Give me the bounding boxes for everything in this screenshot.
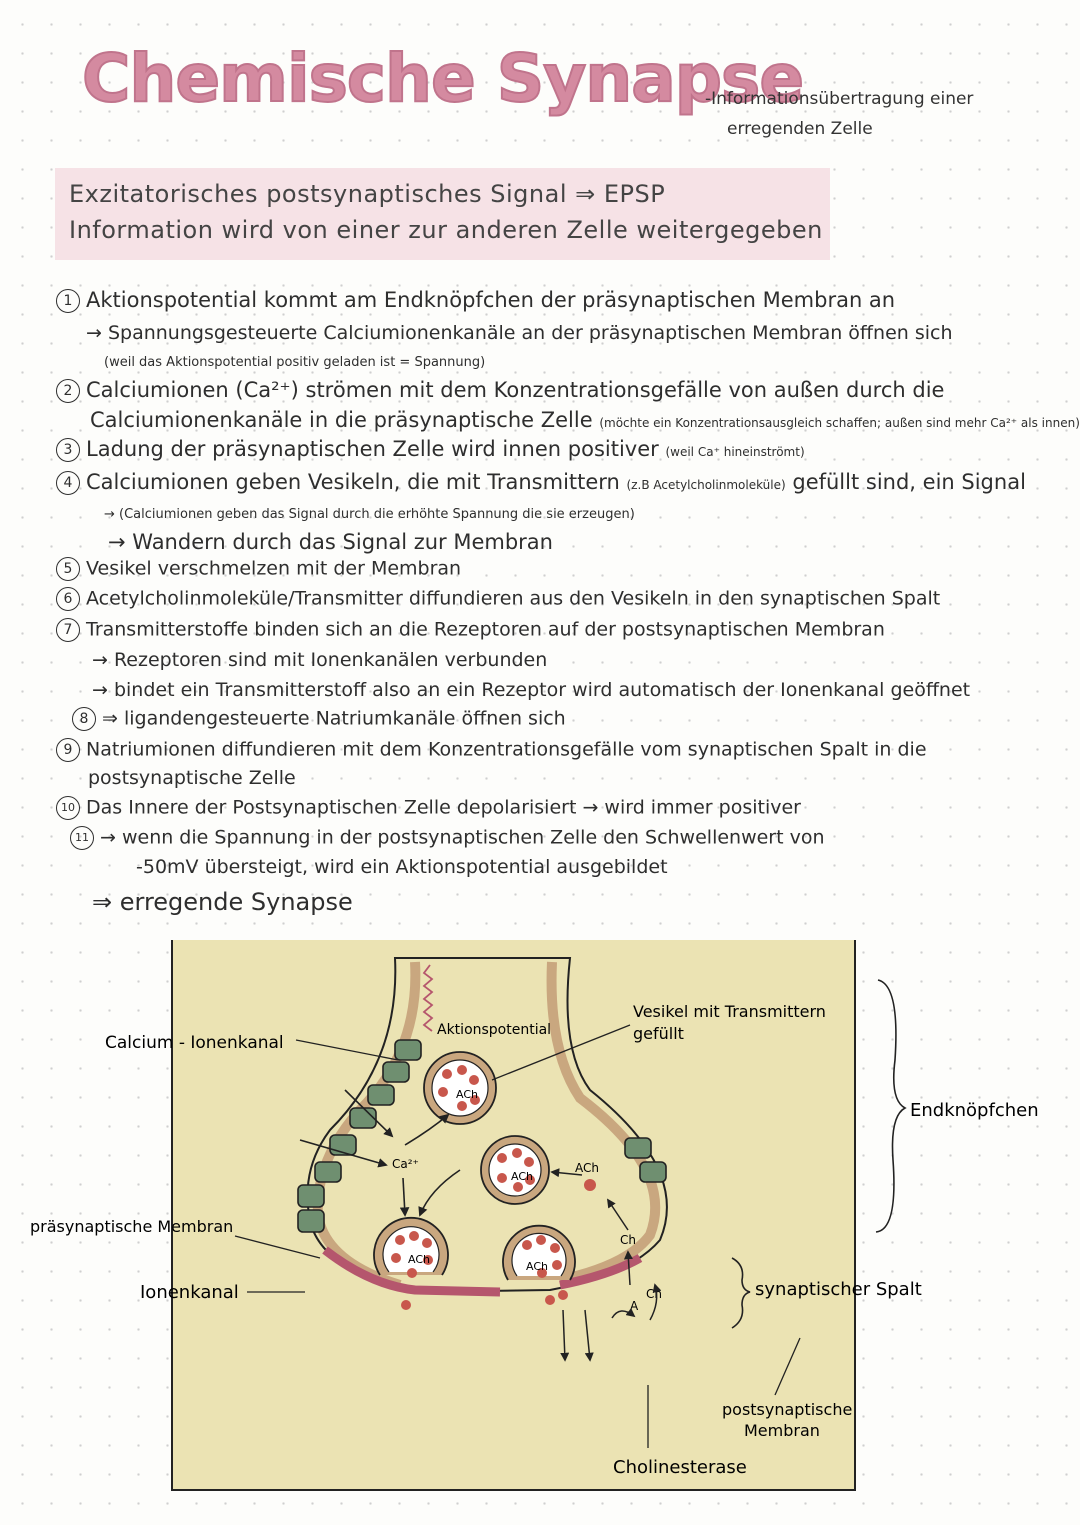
action-potential-zigzag xyxy=(422,964,434,1032)
label-praesynaptische-membran: präsynaptische Membran xyxy=(30,1217,233,1236)
step-2-detail: Calciumionenkanäle in die präsynaptische… xyxy=(90,408,1080,432)
label-postsynaptische-membran-1: postsynaptische xyxy=(722,1400,852,1419)
label-endknoepfchen: Endknöpfchen xyxy=(910,1100,1039,1121)
step-text: Natriumionen diffundieren mit dem Konzen… xyxy=(86,738,927,761)
calcium-flow-arrows xyxy=(299,1089,461,1217)
label-ionenkanal: Ionenkanal xyxy=(140,1282,239,1303)
subtitle-line-1: -Informationsübertragung einer xyxy=(705,89,974,109)
step-8: 8 ⇒ ligandengesteuerte Natriumkanäle öffn… xyxy=(72,707,566,731)
step-text-end: gefüllt sind, ein Signal xyxy=(792,470,1026,494)
ach-free-label: ACh xyxy=(575,1161,599,1175)
step-11-detail: -50mV übersteigt, wird ein Aktionspotent… xyxy=(136,856,668,878)
calcium-channels xyxy=(297,1039,667,1233)
step-text: Calciumionenkanäle in die präsynaptische… xyxy=(90,408,593,432)
synapse-diagram: ACh ACh ACh ACh Ca²⁺ xyxy=(30,940,1039,1491)
subtitle-line-2: erregenden Zelle xyxy=(727,119,873,139)
label-aktionspotential: Aktionspotential xyxy=(437,1022,551,1038)
step-number: 3 xyxy=(56,438,80,462)
conclusion: ⇒ erregende Synapse xyxy=(92,888,353,916)
vesicle-top: ACh xyxy=(423,1051,497,1125)
summary-line-1: Exzitatorisches postsynaptisches Signal … xyxy=(69,180,666,208)
step-text: Das Innere der Postsynaptischen Zelle de… xyxy=(86,796,801,819)
step-number: 8 xyxy=(72,707,96,731)
transmitter-release-arrows xyxy=(560,1309,594,1362)
step-number: 4 xyxy=(56,471,80,495)
step-note: (z.B Acetylcholinmoleküle) xyxy=(626,478,786,492)
label-cholinesterase: Cholinesterase xyxy=(613,1457,747,1478)
step-text: → wenn die Spannung in der postsynaptisc… xyxy=(100,826,825,849)
step-note: (weil Ca⁺ hineinströmt) xyxy=(665,445,805,459)
summary-line-2: Information wird von einer zur anderen Z… xyxy=(69,216,823,244)
vesicle-middle: ACh xyxy=(480,1135,550,1205)
step-9-detail: postsynaptische Zelle xyxy=(88,767,296,789)
synaptischer-spalt-brace xyxy=(731,1257,751,1329)
step-text: Aktionspotential kommt am Endknöpfchen d… xyxy=(86,288,896,312)
page-subtitle: -Informationsübertragung einer erregende… xyxy=(705,84,1005,144)
label-synaptischer-spalt: synaptischer Spalt xyxy=(755,1279,922,1300)
vesicle-fusing-left: ACh xyxy=(373,1216,449,1310)
vesicle-top-label: ACh xyxy=(456,1088,478,1101)
step-7: 7 Transmitterstoffe binden sich an die Re… xyxy=(56,618,885,642)
step-number: 2 xyxy=(56,379,80,403)
step-1-note: (weil das Aktionspotential positiv gelad… xyxy=(104,355,486,370)
step-7-detail-1: → Rezeptoren sind mit Ionenkanälen verbu… xyxy=(92,649,548,671)
step-4-note: → (Calciumionen geben das Signal durch d… xyxy=(104,507,635,522)
step-number: 6 xyxy=(56,587,80,611)
choline-recycled xyxy=(584,1179,596,1191)
step-10: 10 Das Innere der Postsynaptischen Zelle … xyxy=(56,796,801,820)
calcium-ion-label: Ca²⁺ xyxy=(392,1157,419,1171)
step-number: 1 xyxy=(56,289,80,313)
ch-label-2: Ch xyxy=(646,1287,662,1301)
step-text: Calciumionen (Ca²⁺) strömen mit dem Konz… xyxy=(86,378,945,402)
step-number: 9 xyxy=(56,738,80,762)
label-calcium-ionenkanal: Calcium - Ionenkanal xyxy=(105,1033,284,1053)
vesicle-middle-label: ACh xyxy=(511,1170,533,1183)
step-text: Ladung der präsynaptischen Zelle wird in… xyxy=(86,437,659,461)
step-4-detail: → Wandern durch das Signal zur Membran xyxy=(108,530,553,554)
step-6: 6 Acetylcholinmoleküle/Transmitter diffun… xyxy=(56,587,940,611)
choline-arrows xyxy=(550,1168,662,1321)
step-number: 5 xyxy=(56,557,80,581)
ch-label-1: Ch xyxy=(620,1233,636,1247)
step-text: Calciumionen geben Vesikeln, die mit Tra… xyxy=(86,470,620,494)
step-text: ⇒ ligandengesteuerte Natriumkanäle öffne… xyxy=(102,707,566,730)
a-label: A xyxy=(630,1299,639,1313)
step-9: 9 Natriumionen diffundieren mit dem Konze… xyxy=(56,738,927,762)
step-text: Vesikel verschmelzen mit der Membran xyxy=(86,557,462,580)
step-number: 10 xyxy=(56,796,80,820)
endknoepfchen-brace xyxy=(875,979,907,1233)
step-note: (möchte ein Konzentrationsausgleich scha… xyxy=(599,416,1080,430)
page-title: Chemische Synapse xyxy=(81,39,805,118)
summary-highlight-box: Exzitatorisches postsynaptisches Signal … xyxy=(55,168,830,260)
label-vesikel-line-2: gefüllt xyxy=(633,1024,684,1043)
label-postsynaptische-membran-2: Membran xyxy=(744,1421,820,1440)
label-vesikel-line-1: Vesikel mit Transmittern xyxy=(633,1002,826,1021)
step-11: 11 → wenn die Spannung in der postsynapti… xyxy=(70,826,825,850)
step-text: Transmitterstoffe binden sich an die Rez… xyxy=(86,618,885,641)
step-1-detail: → Spannungsgesteuerte Calciumionenkanäle… xyxy=(86,322,953,344)
vesicle-fusing-right-label: ACh xyxy=(526,1260,548,1273)
vesicle-fusing-left-label: ACh xyxy=(408,1253,430,1266)
active-zone-membrane xyxy=(322,1246,643,1297)
step-number: 7 xyxy=(56,618,80,642)
step-7-detail-2: → bindet ein Transmitterstoff also an ei… xyxy=(92,679,971,701)
step-number: 11 xyxy=(70,826,94,850)
step-5: 5 Vesikel verschmelzen mit der Membran xyxy=(56,557,461,581)
vesicle-fusing-right: ACh xyxy=(502,1224,576,1305)
step-text: Acetylcholinmoleküle/Transmitter diffund… xyxy=(86,587,941,610)
